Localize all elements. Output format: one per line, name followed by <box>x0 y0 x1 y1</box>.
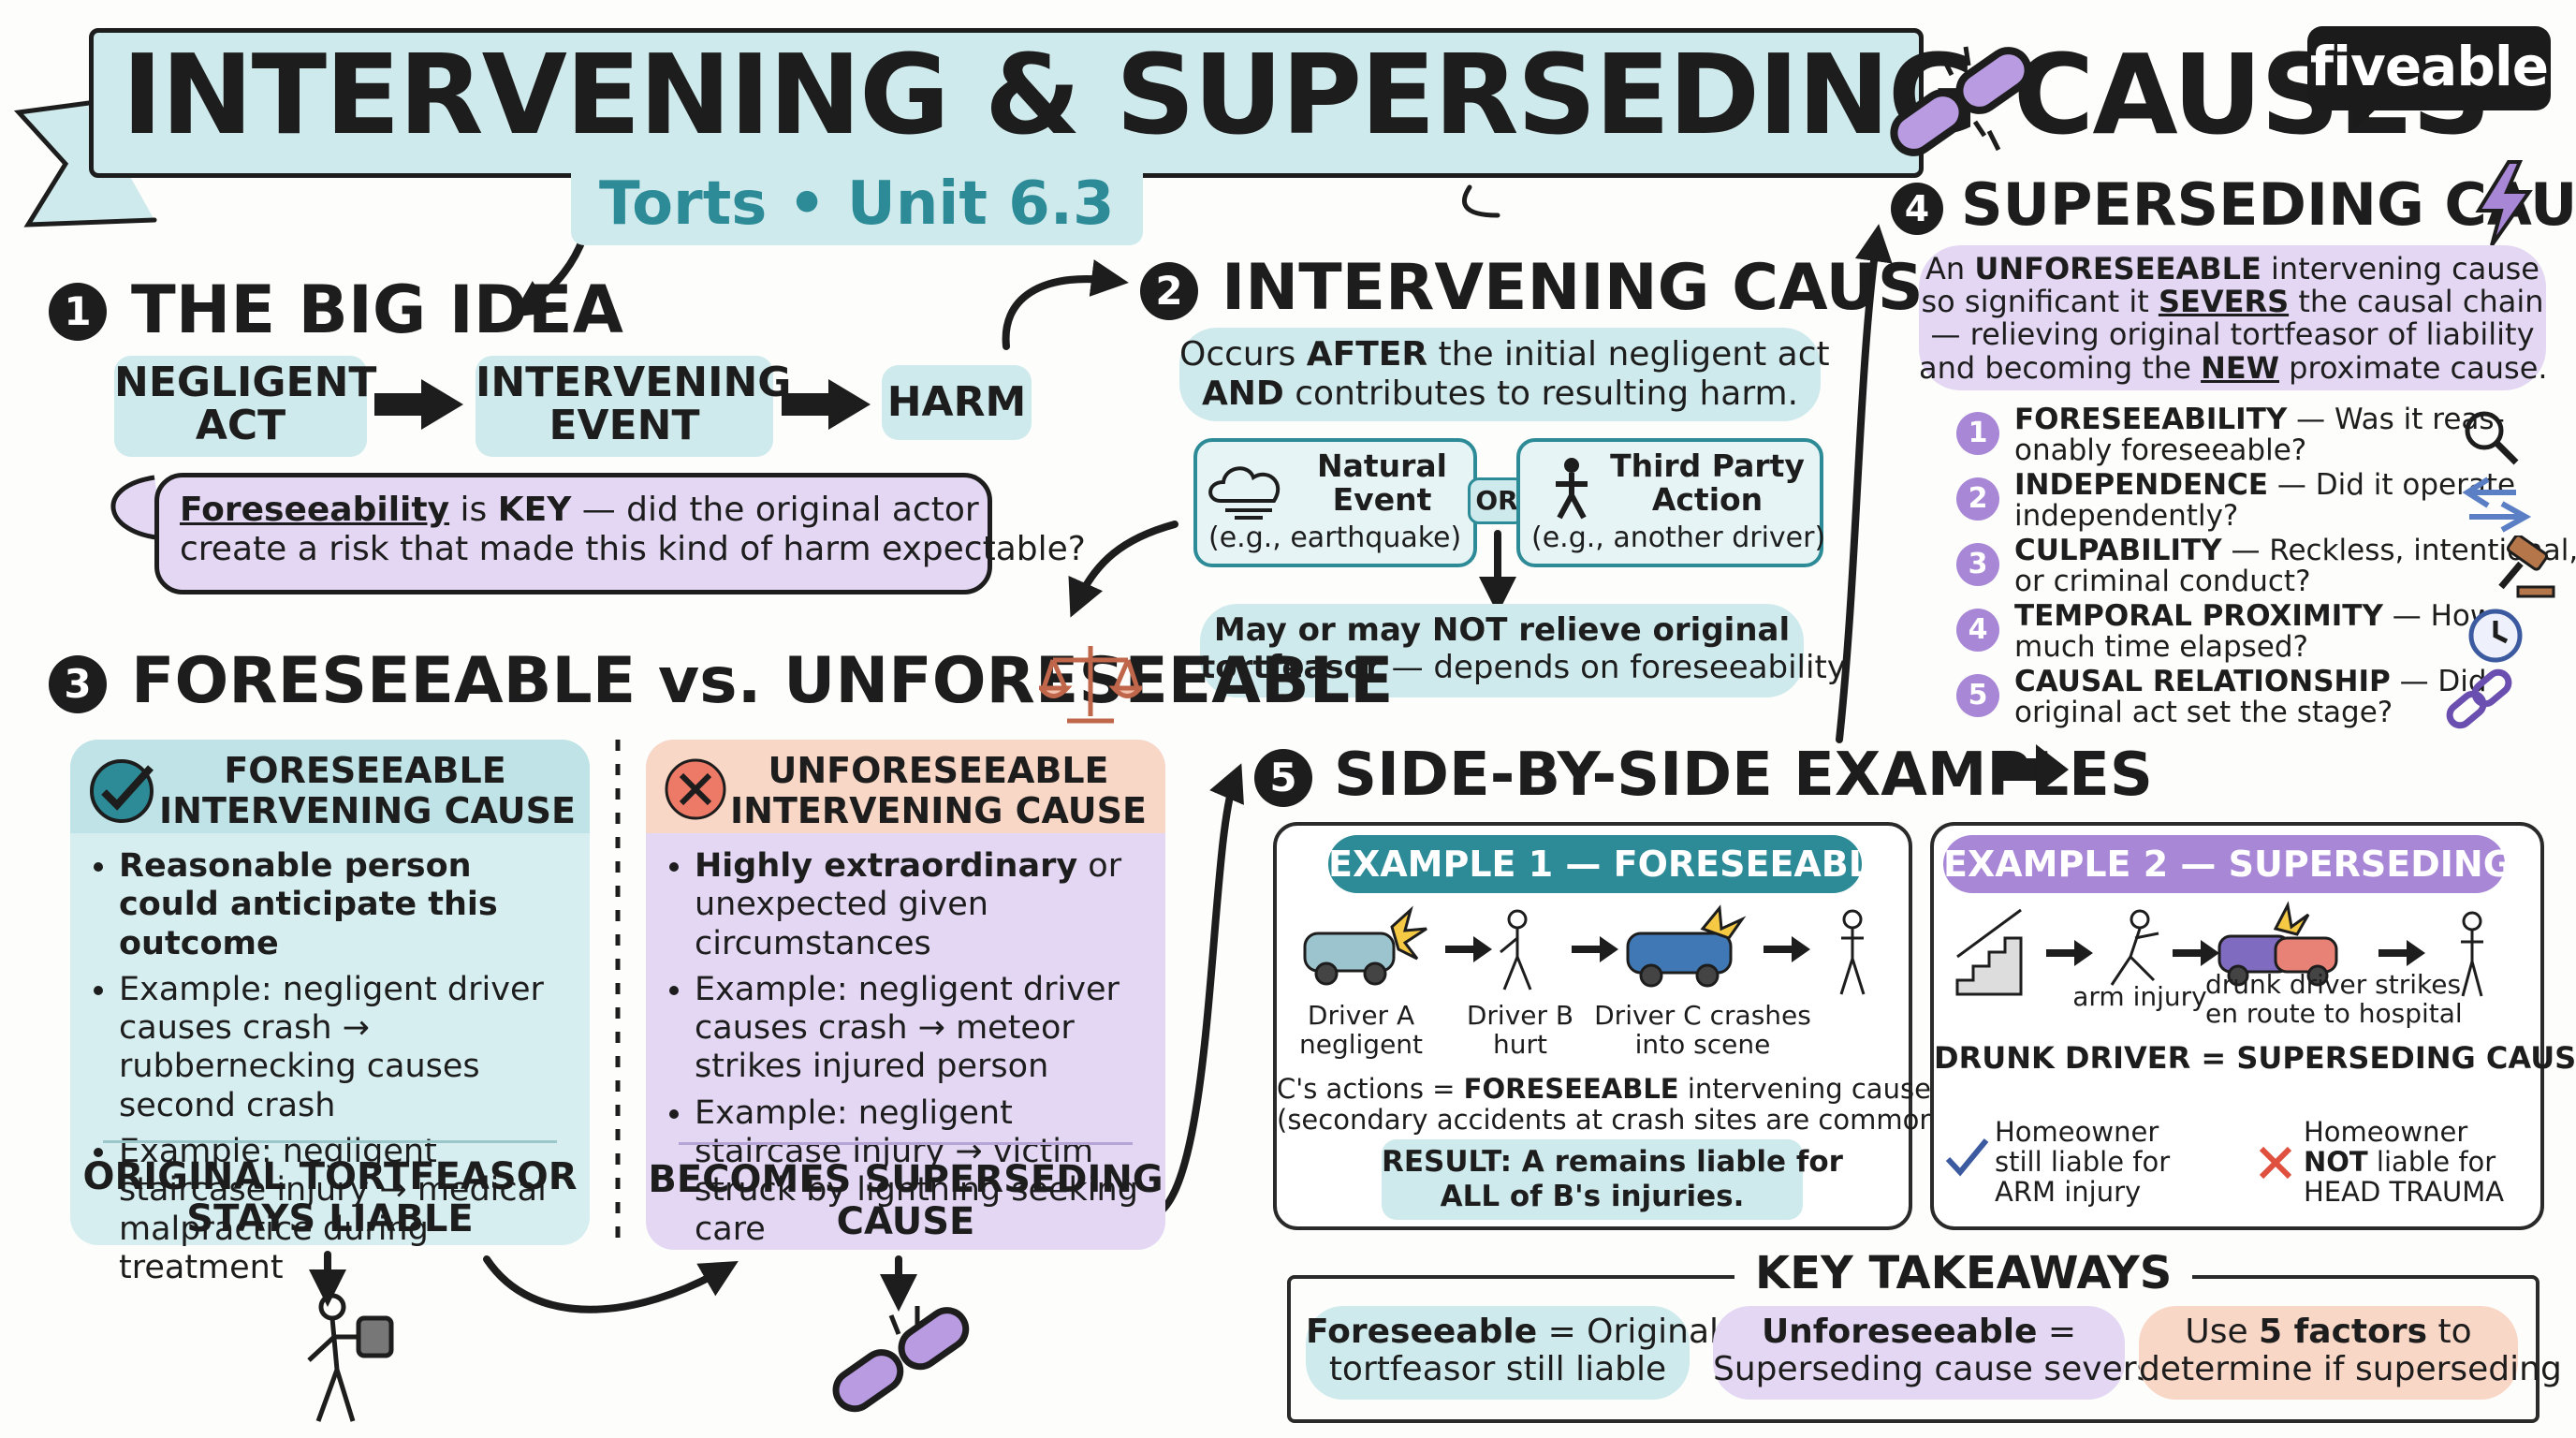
unforeseeable-panel: UNFORESEEABLE INTERVENING CAUSE Highly e… <box>646 740 1165 1250</box>
takeaway-foreseeable: Foreseeable = Original tortfeasor still … <box>1306 1306 1719 1400</box>
x-badge-icon <box>665 758 726 820</box>
page-title: INTERVENING & SUPERSEDING CAUSES <box>122 30 2491 159</box>
example-2-title: EXAMPLE 2 — SUPERSEDING <box>1943 835 2512 893</box>
walking-person-icon <box>1556 458 1588 520</box>
storm-cloud-icon <box>1208 466 1281 520</box>
unforeseeable-panel-title: UNFORESEEABLE INTERVENING CAUSE <box>730 750 1147 831</box>
example-2-card: EXAMPLE 2 — SUPERSEDING arm injury drunk… <box>1930 822 2576 1230</box>
example-1-result: RESULT: A remains liable for ALL of B's … <box>1382 1139 1843 1220</box>
section-5-number: 5 <box>1254 749 1312 807</box>
key-takeaways-title: KEY TAKEAWAYS <box>1734 1251 2193 1296</box>
takeaway-five-factors: Use 5 factors to determine if supersedin… <box>2139 1306 2562 1400</box>
gavel-icon <box>2498 536 2555 598</box>
takeaway-unforeseeable: Unforeseeable = Superseding cause severs <box>1713 1306 2154 1400</box>
example-2-illustration <box>1955 901 2483 997</box>
or-badge: OR <box>1468 477 1526 524</box>
intervening-definition: Occurs AFTER the initial negligent act A… <box>1179 328 1830 421</box>
foreseeable-result: ORIGINAL TORTFEASOR STAYS LIABLE <box>82 1155 578 1240</box>
section-4-title: SUPERSEDING CAUSE <box>1961 170 2576 239</box>
foreseeable-panel: FORESEEABLE INTERVENING CAUSE Reasonable… <box>70 740 590 1286</box>
flow-harm: HARM <box>882 365 1032 440</box>
flow-intervening-event: INTERVENING EVENT <box>476 356 791 457</box>
unforeseeable-result: BECOMES SUPERSEDING CAUSE <box>648 1158 1164 1243</box>
x-icon <box>2259 1146 2292 1180</box>
fiveable-logo: fiveable <box>2307 26 2551 131</box>
check-icon <box>1945 1138 1989 1177</box>
section-1-title: THE BIG IDEA <box>131 271 623 348</box>
section-3-number: 3 <box>49 655 107 713</box>
check-badge-icon <box>90 759 154 823</box>
magnifier-icon <box>2465 411 2519 465</box>
chain-icon <box>2446 668 2512 729</box>
section-3-title: FORESEEABLE vs. UNFORESEEABLE <box>131 644 1394 718</box>
clock-icon <box>2468 609 2523 663</box>
foreseeable-panel-title: FORESEEABLE INTERVENING CAUSE <box>159 750 576 831</box>
broken-chain-icon <box>1890 46 2032 156</box>
section-2-number: 2 <box>1140 262 1198 320</box>
scales-icon <box>1039 646 1142 724</box>
example-2-summary: DRUNK DRIVER = SUPERSEDING CAUSE. <box>1934 1040 2576 1076</box>
flow-negligent-act: NEGLIGENT ACT <box>114 356 376 457</box>
section-2-title: INTERVENING CAUSE <box>1222 251 1968 325</box>
title-banner <box>89 28 1924 178</box>
section-5-title: SIDE-BY-SIDE EXAMPLES <box>1334 741 2153 810</box>
superseding-definition: An UNFORESEEABLE intervening cause so si… <box>1919 245 2548 390</box>
example-1-illustration <box>1303 904 1866 995</box>
section-1-number: 1 <box>49 283 107 341</box>
arrows-icon <box>2462 477 2532 533</box>
lightning-icon <box>2475 160 2533 247</box>
carrying-person-icon <box>307 1293 394 1422</box>
third-party-box: Third Party Action (e.g., another driver… <box>1516 438 1825 567</box>
natural-event-box: Natural Event (e.g., earthquake) <box>1193 438 1477 567</box>
relieve-note: May or may NOT relieve original tortfeas… <box>1200 604 1852 697</box>
example-1-card: EXAMPLE 1 — FORESEEABLE Driver A neglige… <box>1273 822 1955 1230</box>
section-4-number: 4 <box>1891 183 1943 235</box>
foreseeability-note: Foreseeability is KEY — did the original… <box>154 473 1086 594</box>
broken-chain-icon-2 <box>832 1306 970 1413</box>
page-subtitle: Torts • Unit 6.3 <box>571 169 1143 245</box>
five-factors-list: 1 FORESEEABILITY — Was it reas-onably fo… <box>1956 404 2576 741</box>
example-1-title: EXAMPLE 1 — FORESEEABLE <box>1328 835 1895 893</box>
